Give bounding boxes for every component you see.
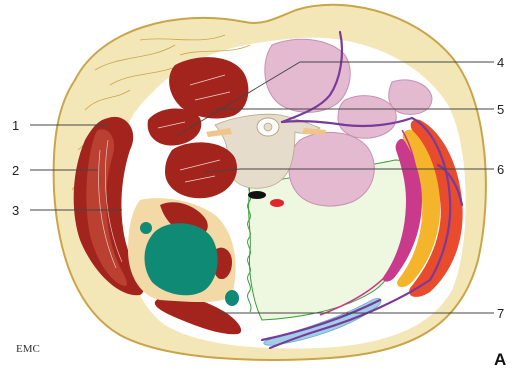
dark-vessel <box>248 191 266 199</box>
panel-letter: A <box>494 350 506 369</box>
callout-3: 3 <box>12 203 19 218</box>
callout-4: 4 <box>497 55 504 70</box>
red-vessel <box>270 199 284 207</box>
emc-logo: EMC <box>16 343 40 355</box>
callout-2: 2 <box>12 163 19 178</box>
callout-1: 1 <box>12 118 19 133</box>
callout-6: 6 <box>497 162 504 177</box>
callout-5: 5 <box>497 102 504 117</box>
callout-7: 7 <box>497 306 504 321</box>
